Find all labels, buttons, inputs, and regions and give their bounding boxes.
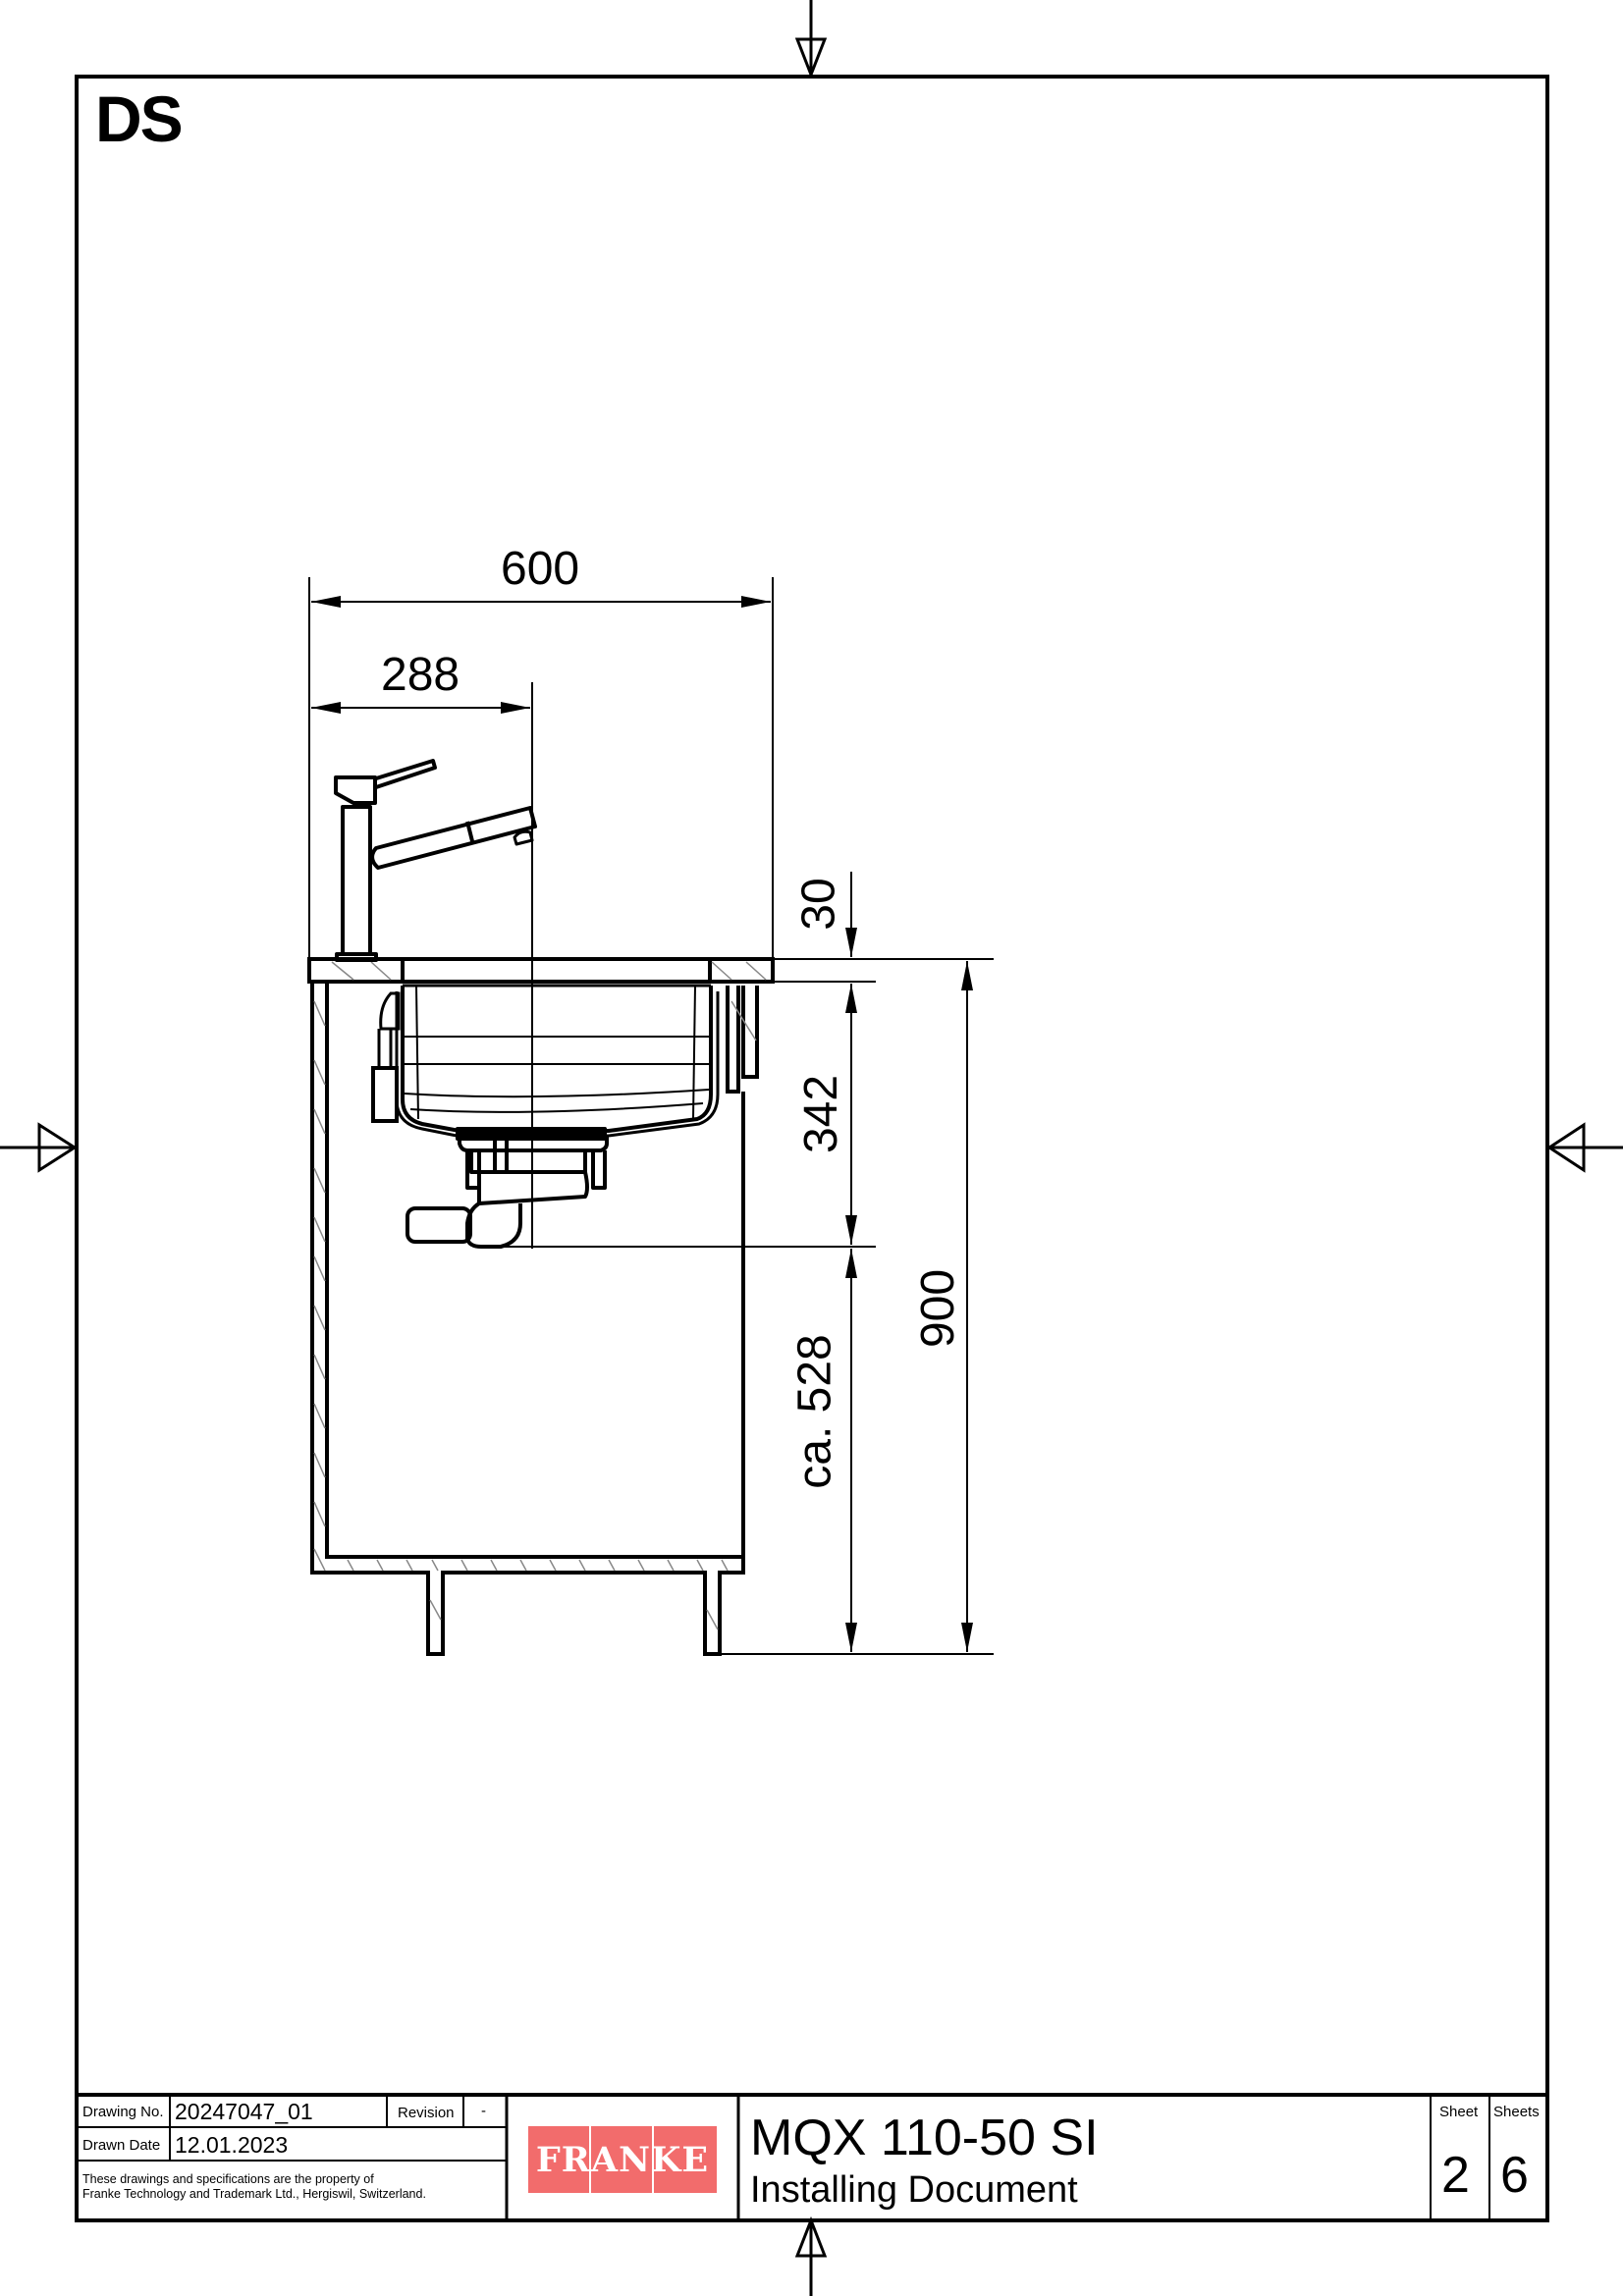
title-block-lines: [77, 2093, 1547, 2220]
total-sheets: 6: [1500, 2147, 1529, 2204]
drawing-no-value: 20247047_01: [175, 2099, 313, 2124]
sheet-label: Sheet: [1439, 2104, 1479, 2120]
base-cabinet: [310, 982, 745, 1656]
document-type: Installing Document: [750, 2169, 1078, 2211]
franke-logo: [528, 2126, 717, 2193]
copyright-notice-line1: These drawings and specifications are th…: [82, 2172, 374, 2186]
centering-mark-right: [1546, 1122, 1623, 1173]
sheets-label: Sheets: [1493, 2104, 1540, 2120]
dimension-overall-height: 900: [912, 1268, 965, 1349]
revision-value: -: [481, 2103, 486, 2119]
sink-mount-clip: [726, 986, 759, 1094]
dimension-faucet-offset: 288: [381, 649, 460, 701]
view-label: DS: [95, 82, 184, 155]
dimension-sink-depth: 342: [795, 1074, 848, 1154]
faucet: [334, 759, 537, 962]
centering-mark-bottom: [794, 2216, 828, 2296]
centering-mark-top: [794, 0, 828, 80]
franke-logo-text: FRANKE: [535, 2139, 710, 2180]
product-name: MQX 110-50 SI: [750, 2109, 1099, 2166]
dimension-drain-height: ca. 528: [788, 1334, 841, 1489]
sheet-number: 2: [1441, 2147, 1470, 2204]
dimension-countertop-thickness: 30: [792, 878, 845, 931]
overflow-fitting: [371, 991, 401, 1123]
waste-drain: [406, 1127, 609, 1249]
drawn-date-value: 12.01.2023: [175, 2132, 289, 2158]
drawn-date-label: Drawn Date: [82, 2137, 161, 2154]
dimension-overall-width: 600: [501, 543, 580, 595]
countertop: [307, 957, 775, 984]
drawing-no-label: Drawing No.: [82, 2104, 164, 2120]
revision-label: Revision: [398, 2105, 455, 2121]
sink-bowl: [395, 984, 720, 1138]
dimension-lines: [308, 577, 994, 1655]
centering-mark-left: [0, 1122, 78, 1173]
copyright-notice-line2: Franke Technology and Trademark Ltd., He…: [82, 2187, 426, 2201]
